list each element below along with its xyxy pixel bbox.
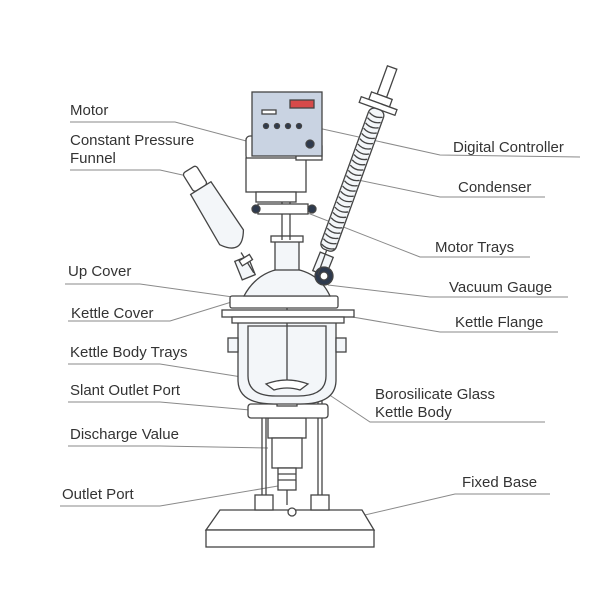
label-slant-outlet-port: Slant Outlet Port [70,382,181,399]
coil-loop [365,122,379,129]
leader-kettle-flange [334,313,558,333]
coil-loop [332,211,347,219]
label-fixed-base: Fixed Base [462,474,538,491]
label-vacuum-gauge: Vacuum Gauge [449,279,553,296]
controller-button-1 [262,122,270,130]
label-borosilicate-line1: Borosilicate Glass [375,386,496,403]
controller-button-2 [273,122,281,130]
coil-loop [355,148,370,155]
center-neck [274,239,300,271]
leader-up-cover [65,283,241,299]
condenser [317,64,398,275]
jacket-inner [247,325,327,397]
controller-display-left [261,109,277,115]
motor-body [245,157,307,193]
controller-knob [305,139,315,149]
controller-button-3 [284,122,292,130]
kettle-flange-shape [221,309,355,318]
kettle-cover-shape [229,295,339,309]
coil-loop [336,201,351,208]
label-discharge-value: Discharge Value [70,426,179,443]
coil-loop [330,217,345,224]
coil-loop [363,127,377,134]
coil-loop [349,164,364,171]
label-kettle-body-trays: Kettle Body Trays [70,344,188,361]
coil-loop [353,154,368,161]
base-knob [287,507,297,517]
coil-loop [359,138,374,145]
side-nozzle-right [335,337,347,353]
controller-button-4 [295,122,303,130]
label-digital-controller: Digital Controller [453,139,564,156]
coil-loop [340,190,354,198]
condenser-coil [321,111,383,250]
label-kettle-flange: Kettle Flange [455,314,544,331]
coil-loop [357,143,372,150]
coil-loop [347,169,362,176]
leader-kettle-body-trays [68,363,249,379]
funnel [182,165,255,274]
label-borosilicate-glass-kettle-body: Borosilicate Glass Kettle Body [375,386,495,422]
vacuum-gauge-center [319,271,329,281]
motor-collar [255,191,297,203]
label-motor-trays: Motor Trays [435,239,515,256]
leader-borosilicate [324,391,545,423]
leader-slant-outlet [68,401,251,411]
valve-lower [277,467,297,491]
label-funnel-line2: Funnel [70,150,116,167]
side-nozzle-left [227,337,239,353]
flange-lower [231,316,345,324]
label-kettle-cover: Kettle Cover [71,305,154,322]
leader-digital-controller [317,127,581,158]
leader-kettle-cover [68,299,239,322]
label-outlet-port: Outlet Port [62,486,134,503]
reactor-drawing [182,64,398,548]
coil-loop [366,117,381,124]
rod-foot-left [254,494,274,511]
coil-loop [324,233,339,240]
valve-body [271,437,303,469]
coil-loop [328,222,343,229]
coil-loop [351,159,366,166]
label-constant-pressure-funnel: Constant Pressure Funnel [70,132,194,168]
clamp-knob-left [251,204,261,214]
leader-fixed-base [351,493,550,519]
motor-trays-clamp [257,203,309,215]
label-up-cover: Up Cover [68,263,132,280]
leader-vacuum-gauge [327,284,568,298]
coil-loop [368,111,383,119]
coil-loop [338,196,353,203]
coil-loop [326,227,341,234]
leader-motor [70,121,251,143]
label-motor: Motor [70,102,109,119]
coil-loop [321,243,335,250]
leader-discharge [68,445,269,449]
label-condenser: Condenser [458,179,532,196]
leader-lines [60,121,581,519]
leader-outlet-port [60,485,279,507]
label-borosilicate-line2: Kettle Body [375,404,452,421]
coil-loop [322,238,337,245]
controller-display [289,99,315,109]
stirrer-blade [264,379,310,391]
clamp-knob-right [307,204,317,214]
label-funnel-line1: Constant Pressure [70,132,195,149]
rod-foot-right [310,494,330,511]
fixed-base-front [205,529,375,548]
coil-loop [345,175,360,182]
coil-loop [334,206,349,213]
coil-loop [343,180,358,187]
coil-loop [342,185,356,192]
leader-condenser [357,179,545,198]
center-neck-ring [270,235,304,243]
valve-upper [267,417,307,439]
coil-loop [361,133,375,140]
